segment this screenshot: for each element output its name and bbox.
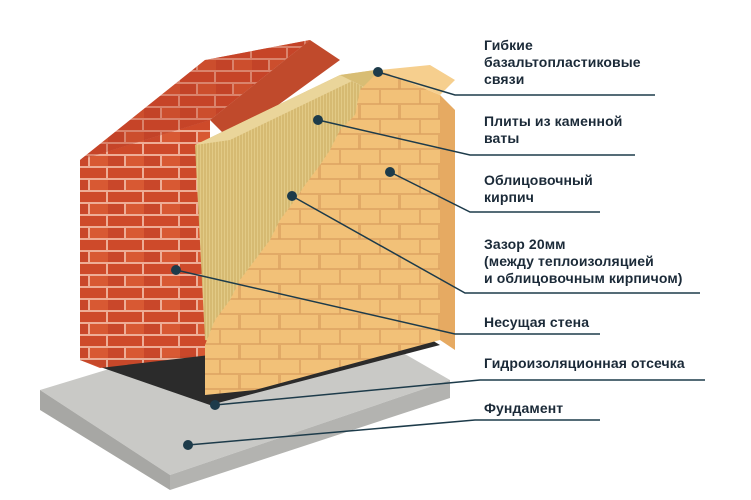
label-facing-line-1: Облицовочный (484, 172, 593, 188)
label-waterproof: Гидроизоляционная отсечка (484, 355, 685, 372)
leader-foundation (187, 419, 600, 446)
leader-gap (291, 195, 700, 294)
leader-wool (317, 119, 635, 156)
dot-wool (313, 115, 323, 125)
dot-ties (373, 67, 383, 77)
label-ties-line-1: Гибкие (484, 37, 533, 53)
leader-waterproof (214, 379, 705, 406)
label-facing: Облицовочный кирпич (484, 172, 593, 206)
label-gap-line-3: и облицовочным кирпичом) (484, 270, 683, 286)
leader-dots (171, 67, 395, 450)
label-foundation: Фундамент (484, 400, 563, 417)
label-wool-line-1: Плиты из каменной (484, 113, 623, 129)
label-ties-line-2: базальтопластиковые (484, 54, 641, 70)
label-bearing: Несущая стена (484, 314, 589, 331)
dot-foundation (183, 440, 193, 450)
label-gap-line-1: Зазор 20мм (484, 236, 566, 252)
label-facing-line-2: кирпич (484, 189, 534, 205)
dot-bearing (171, 265, 181, 275)
label-gap-line-2: (между теплоизоляцией (484, 253, 654, 269)
label-wool: Плиты из каменной ваты (484, 113, 622, 147)
dot-facing (385, 167, 395, 177)
dot-waterproof (210, 400, 220, 410)
facing-brick-wall (205, 65, 455, 395)
label-gap: Зазор 20мм (между теплоизоляцией и облиц… (484, 236, 683, 287)
leader-lines (175, 71, 705, 446)
leader-bearing (175, 269, 600, 335)
label-wool-line-2: ваты (484, 130, 520, 146)
leader-ties (377, 71, 655, 96)
label-bearing-line-1: Несущая стена (484, 314, 590, 330)
label-waterproof-line-1: Гидроизоляционная отсечка (484, 355, 685, 371)
bearing-wall (80, 40, 340, 368)
label-ties-line-3: связи (484, 71, 525, 87)
leader-facing (389, 171, 600, 213)
label-ties: Гибкие базальтопластиковые связи (484, 37, 641, 88)
dot-gap (287, 191, 297, 201)
label-foundation-line-1: Фундамент (484, 400, 564, 416)
